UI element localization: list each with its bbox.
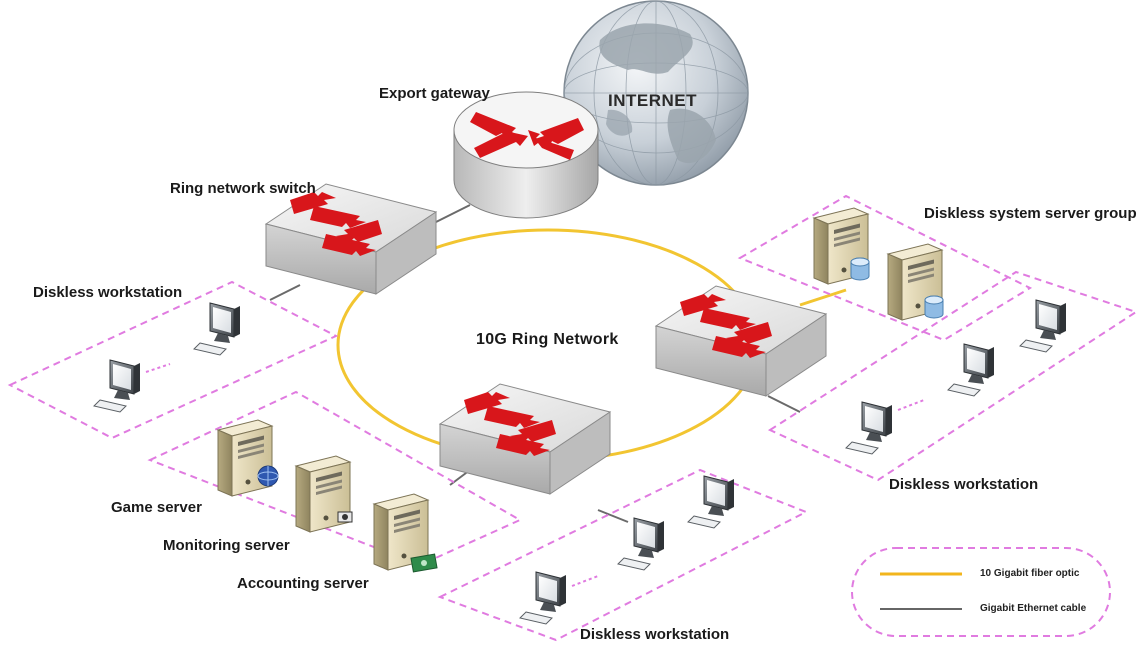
export-gateway-label: Export gateway [379, 85, 490, 102]
globe-icon [563, 0, 749, 186]
ring-network-label: 10G Ring Network [476, 331, 619, 348]
switch-icon [655, 285, 827, 397]
diskless-workstation-right-label: Diskless workstation [889, 476, 1039, 493]
diskless-system-server-group-label: Diskless system server group [924, 205, 1137, 222]
computer-icon [947, 343, 995, 397]
internet-label: INTERNET [608, 91, 697, 110]
computer-icon [845, 401, 893, 455]
switch-icon [439, 383, 611, 495]
computer-icon [519, 571, 567, 625]
computer-icon [687, 475, 735, 529]
diskless-workstation-bottom-label: Diskless workstation [580, 626, 730, 643]
accounting-server-label: Accounting server [237, 575, 369, 592]
money-icon [410, 553, 438, 573]
group-boundaries [7, 194, 1139, 642]
globe-small-icon [257, 465, 279, 487]
database-icon [924, 295, 944, 319]
legend-fiber-label: 10 Gigabit fiber optic [980, 568, 1080, 579]
computer-icon [617, 517, 665, 571]
computer-icon [93, 359, 141, 413]
camera-icon [337, 511, 353, 523]
switch-icon [265, 183, 437, 295]
ring-network-switch-label: Ring network switch [170, 180, 316, 197]
computer-icon [1019, 299, 1067, 353]
diskless-workstation-left-label: Diskless workstation [33, 284, 183, 301]
ring-link-servers [799, 288, 847, 307]
game-server-label: Game server [111, 499, 202, 516]
monitoring-server-label: Monitoring server [163, 537, 290, 554]
router-icon [453, 91, 599, 219]
legend-ethernet-label: Gigabit Ethernet cable [980, 603, 1087, 614]
computer-icon [193, 302, 241, 356]
database-icon [850, 257, 870, 281]
